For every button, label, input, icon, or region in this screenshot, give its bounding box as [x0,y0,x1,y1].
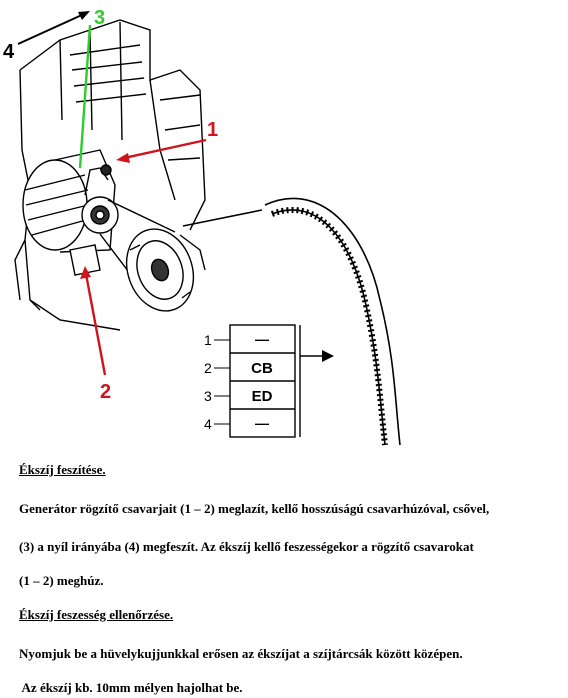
table-row-2-number: 2 [204,360,212,376]
table-row-3-code: ED [252,388,273,405]
table-row-4-number: 4 [204,416,212,432]
section1-heading: Ékszíj feszítése. [19,462,106,477]
table-row-3-number: 3 [204,388,212,404]
section2-heading: Ékszíj feszesség ellenőrzése. [19,607,174,622]
belt-profile-table: 1 2 3 4 — CB ED — [204,324,334,438]
section1-line3: (1 – 2) meghúz. [19,573,104,588]
alternator-drawing [22,149,119,276]
callout-3-label: 3 [94,7,105,29]
section2-line2: Az ékszíj kb. 10mm mélyen hajolhat be. [19,680,243,695]
engine-block-drawing [14,19,206,331]
belt-and-pulley-drawing [99,199,195,312]
callout-arrows: 3 4 1 2 [3,7,218,403]
alternator-belt-diagram: 1 2 3 4 — CB ED — 3 4 1 2 [3,7,401,446]
callout-1-label: 1 [207,119,218,141]
section1-line2: (3) a nyíl irányába (4) megfeszít. Az ék… [19,539,474,554]
table-row-1-number: 1 [204,332,212,348]
table-row-2-code: CB [251,360,273,377]
callout-4-label: 4 [3,41,15,63]
section1-line1: Generátor rögzítő csavarjait (1 – 2) meg… [19,501,490,516]
v-belt-drawing [264,197,401,446]
table-row-4-code: — [255,415,269,431]
table-row-1-code: — [255,331,269,347]
callout-2-label: 2 [100,381,111,403]
table-arrow-icon [322,350,334,362]
section2-line1: Nyomjuk be a hüvelykujjunkkal erősen az … [19,646,463,661]
belt-pointer-line [182,209,263,227]
